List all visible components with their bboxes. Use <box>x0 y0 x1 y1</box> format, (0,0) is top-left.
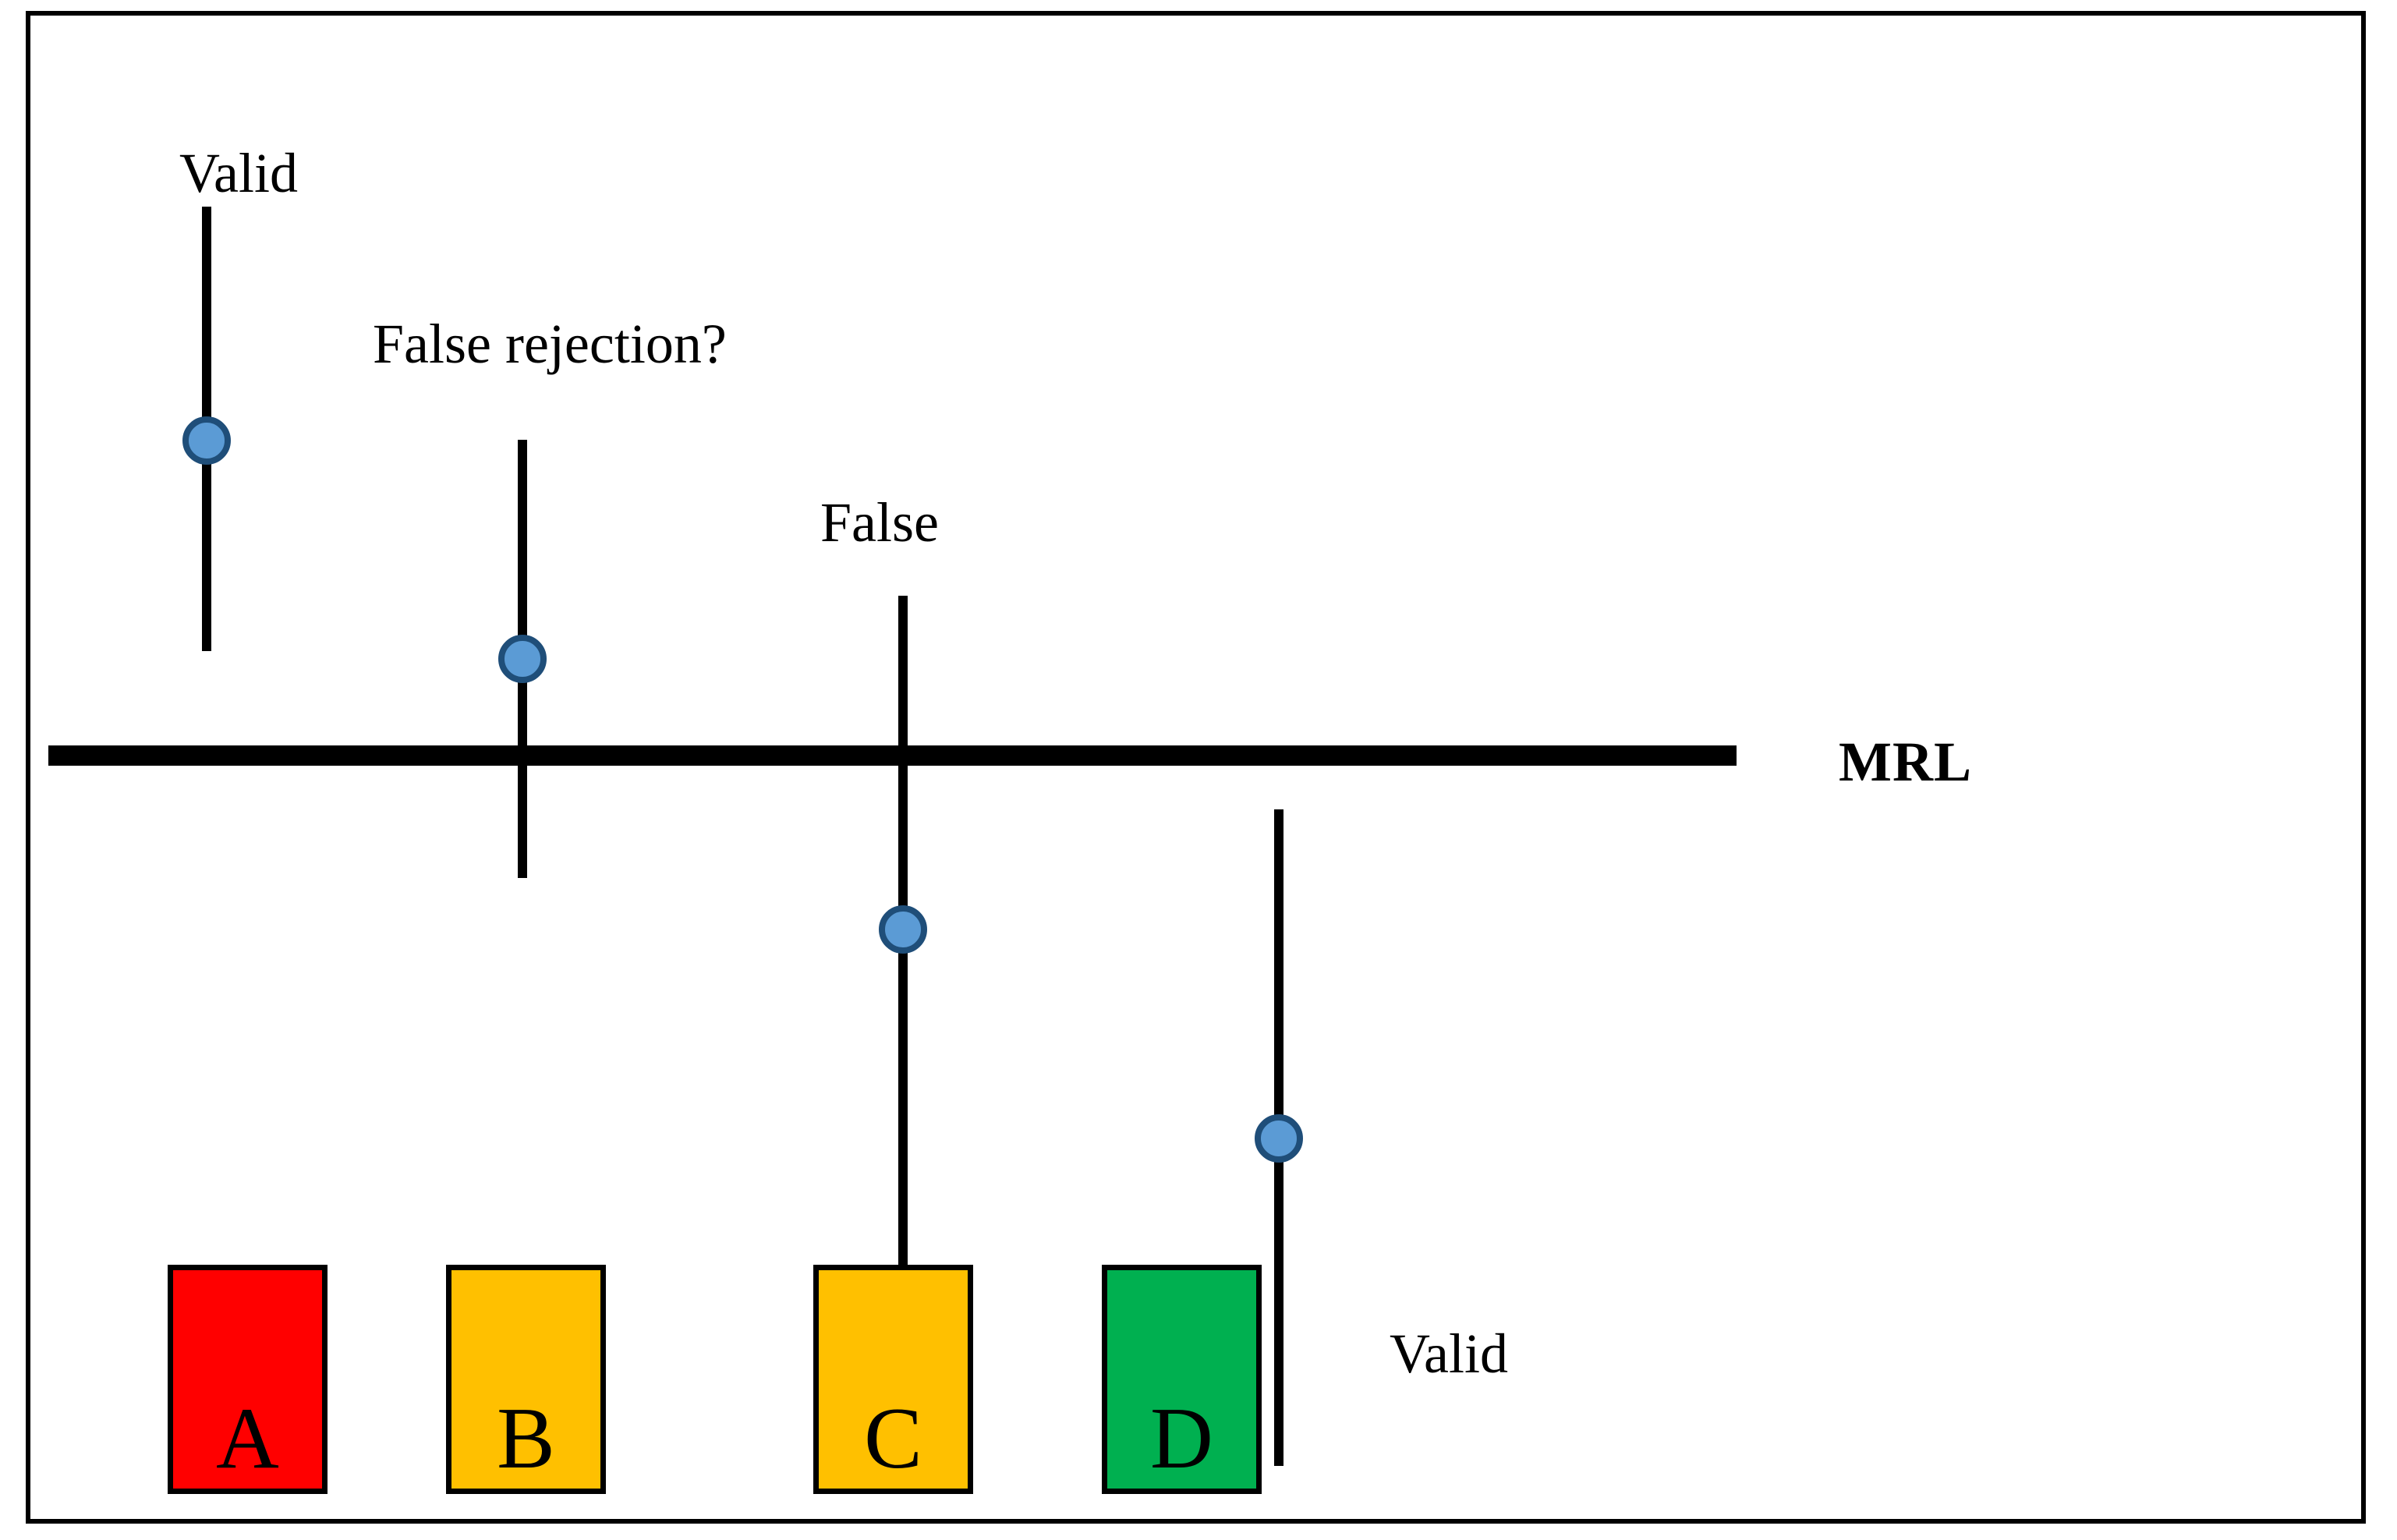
series-d-marker <box>1255 1114 1303 1163</box>
category-box-a: A <box>168 1265 328 1494</box>
category-box-d: D <box>1102 1265 1262 1494</box>
category-box-d-letter: D <box>1150 1390 1213 1487</box>
mrl-threshold-line <box>48 745 1737 766</box>
series-b-marker <box>498 635 547 683</box>
category-box-c-letter: C <box>864 1390 922 1487</box>
category-box-b: B <box>446 1265 606 1494</box>
category-box-c: C <box>813 1265 973 1494</box>
category-box-b-letter: B <box>497 1390 555 1487</box>
series-a-annotation: Valid <box>179 142 298 204</box>
category-box-a-letter: A <box>216 1390 279 1487</box>
series-d-annotation: Valid <box>1390 1322 1508 1385</box>
series-c-annotation: False <box>820 491 939 554</box>
series-c-marker <box>879 905 927 954</box>
series-b-annotation: False rejection? <box>373 313 727 375</box>
figure-border <box>26 11 2366 1524</box>
mrl-label: MRL <box>1839 731 1972 793</box>
series-a-marker <box>182 416 231 465</box>
